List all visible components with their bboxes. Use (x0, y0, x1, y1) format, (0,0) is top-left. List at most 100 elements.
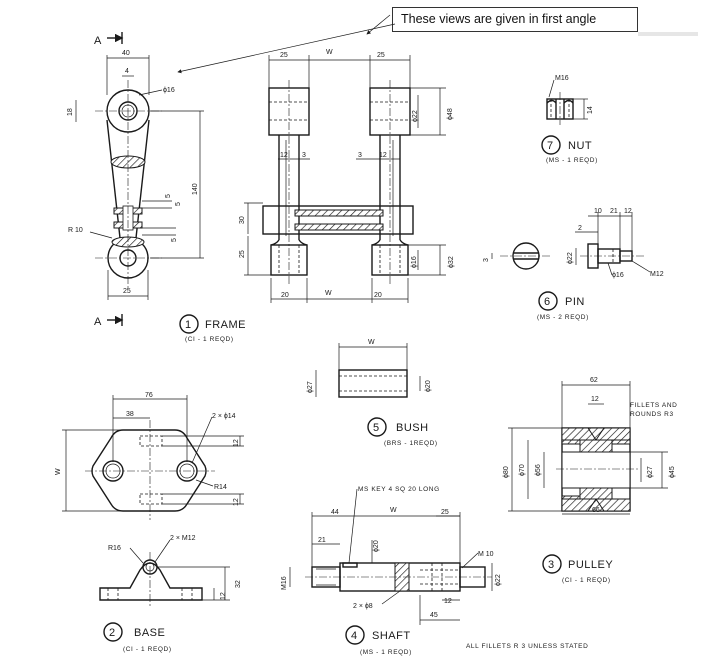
pin-21: 21 (610, 208, 618, 215)
shaft-key-note: MS KEY 4 SQ 20 LONG (358, 486, 440, 493)
shaft-45: 45 (430, 612, 438, 619)
base-12b: 12 (233, 498, 240, 506)
shaft-m16: M16 (281, 576, 288, 590)
pin-subtitle: (MS - 2 REQD) (537, 314, 589, 321)
dim-frame-3a: 3 (302, 152, 306, 159)
section-mark-bottom: A (94, 316, 102, 328)
base-m12: 2 × M12 (170, 535, 196, 542)
callout-arrows (177, 14, 396, 74)
base-holes: 2 × ϕ14 (212, 413, 236, 420)
frame-subtitle: (CI - 1 REQD) (185, 336, 234, 343)
pin-number: 6 (544, 296, 551, 308)
dim-frame-phi16b: ϕ16 (411, 256, 418, 268)
dim-frame-5b: 5 (175, 202, 182, 206)
top-band (638, 32, 698, 36)
dim-frame-25: 25 (123, 288, 131, 295)
dim-frame-5c: 5 (171, 238, 178, 242)
shaft-phi22: ϕ22 (495, 574, 502, 586)
pin-title: PIN (565, 296, 585, 308)
nut-view: M16 14 7 NUT (MS - 1 REQD) (541, 75, 598, 164)
pulley-phi27: ϕ27 (647, 466, 654, 478)
base-w: W (55, 468, 62, 475)
base-r14: R14 (214, 484, 227, 491)
base-38: 38 (126, 411, 134, 418)
shaft-title: SHAFT (372, 630, 411, 642)
bush-w: W (368, 339, 375, 346)
base-subtitle: (CI - 1 REQD) (123, 646, 172, 653)
frame-number: 1 (185, 319, 192, 331)
dim-frame-top-25b: 25 (377, 52, 385, 59)
section-mark-top: A (94, 35, 102, 47)
nut-subtitle: (MS - 1 REQD) (546, 157, 598, 164)
dim-frame-5a: 5 (165, 194, 172, 198)
pin-view: 3 10 21 12 2 ϕ22 ϕ16 M12 6 PIN (MS - 2 R… (483, 208, 664, 321)
dim-frame-4: 4 (125, 68, 129, 75)
nut-number: 7 (547, 140, 554, 152)
pulley-12: 12 (591, 396, 599, 403)
bush-title: BUSH (396, 422, 429, 434)
dim-frame-20a: 20 (281, 292, 289, 299)
pulley-view: 62 12 FILLETS AND ROUNDS R3 ϕ80 ϕ70 ϕ56 … (503, 377, 677, 584)
dim-frame-phi48: ϕ48 (447, 108, 454, 120)
base-12c: 12 (220, 592, 227, 600)
bush-number: 5 (373, 422, 380, 434)
general-note: ALL FILLETS R 3 UNLESS STATED (466, 643, 588, 650)
dim-frame-25s: 25 (239, 250, 246, 258)
shaft-view: MS KEY 4 SQ 20 LONG 44 W 25 21 ϕ20 M 10 … (281, 486, 502, 656)
bush-phi27: ϕ27 (307, 381, 314, 393)
shaft-44: 44 (331, 509, 339, 516)
dim-frame-30: 30 (239, 216, 246, 224)
shaft-phi20: ϕ20 (373, 540, 380, 552)
base-number: 2 (109, 627, 116, 639)
pin-12: 12 (624, 208, 632, 215)
bush-phi20: ϕ20 (425, 380, 432, 392)
base-r16: R16 (108, 545, 121, 552)
first-angle-callout: These views are given in first angle (392, 7, 638, 32)
base-plan-view: 76 38 2 × ϕ14 W 12 12 R14 (55, 392, 244, 520)
shaft-subtitle: (MS - 1 REQD) (360, 649, 412, 656)
dim-frame-bottom-w: W (325, 290, 332, 297)
pulley-phi80: ϕ80 (503, 466, 510, 478)
pulley-fillets: FILLETS AND (630, 402, 677, 409)
nut-14: 14 (587, 106, 594, 114)
shaft-25: 25 (441, 509, 449, 516)
frame-title: FRAME (205, 319, 246, 331)
pin-10: 10 (594, 208, 602, 215)
pulley-number: 3 (548, 559, 555, 571)
dim-frame-phi22: ϕ22 (412, 110, 419, 122)
nut-thread-label: M16 (555, 75, 569, 82)
base-title: BASE (134, 627, 165, 639)
dim-frame-top-25a: 25 (280, 52, 288, 59)
pin-phi16: ϕ16 (612, 272, 624, 279)
frame-label: 1 FRAME (CI - 1 REQD) (179, 314, 246, 343)
pulley-phi56: ϕ56 (535, 464, 542, 476)
pulley-subtitle: (CI - 1 REQD) (562, 577, 611, 584)
pulley-66: 66 (592, 507, 600, 514)
shaft-m10: M 10 (478, 551, 494, 558)
dim-frame-20b: 20 (374, 292, 382, 299)
dim-frame-3b: 3 (358, 152, 362, 159)
nut-title: NUT (568, 140, 592, 152)
dim-frame-top-w: W (326, 49, 333, 56)
base-32: 32 (235, 580, 242, 588)
bush-subtitle: (BRS - 1REQD) (384, 440, 438, 447)
shaft-holes: 2 × ϕ8 (353, 603, 373, 610)
dim-frame-phi16: ϕ16 (163, 87, 175, 94)
base-front-view: R16 2 × M12 32 12 2 BASE (CI - 1 REQD) (99, 535, 242, 653)
shaft-21: 21 (318, 537, 326, 544)
bush-view: W ϕ27 ϕ20 5 BUSH (BRS - 1REQD) (307, 339, 438, 447)
shaft-12: 12 (444, 598, 452, 605)
shaft-number: 4 (351, 630, 358, 642)
pulley-title: PULLEY (568, 559, 613, 571)
pulley-62: 62 (590, 377, 598, 384)
dim-frame-phi32: ϕ32 (448, 256, 455, 268)
dim-frame-12a: 12 (280, 152, 288, 159)
pulley-phi70: ϕ70 (519, 464, 526, 476)
dim-frame-r10: R 10 (68, 227, 83, 234)
frame-side-view: A A 40 4 ϕ16 18 140 (67, 32, 204, 328)
base-76: 76 (145, 392, 153, 399)
pin-3: 3 (483, 258, 490, 262)
dim-frame-18: 18 (67, 108, 74, 116)
base-12a: 12 (233, 439, 240, 447)
